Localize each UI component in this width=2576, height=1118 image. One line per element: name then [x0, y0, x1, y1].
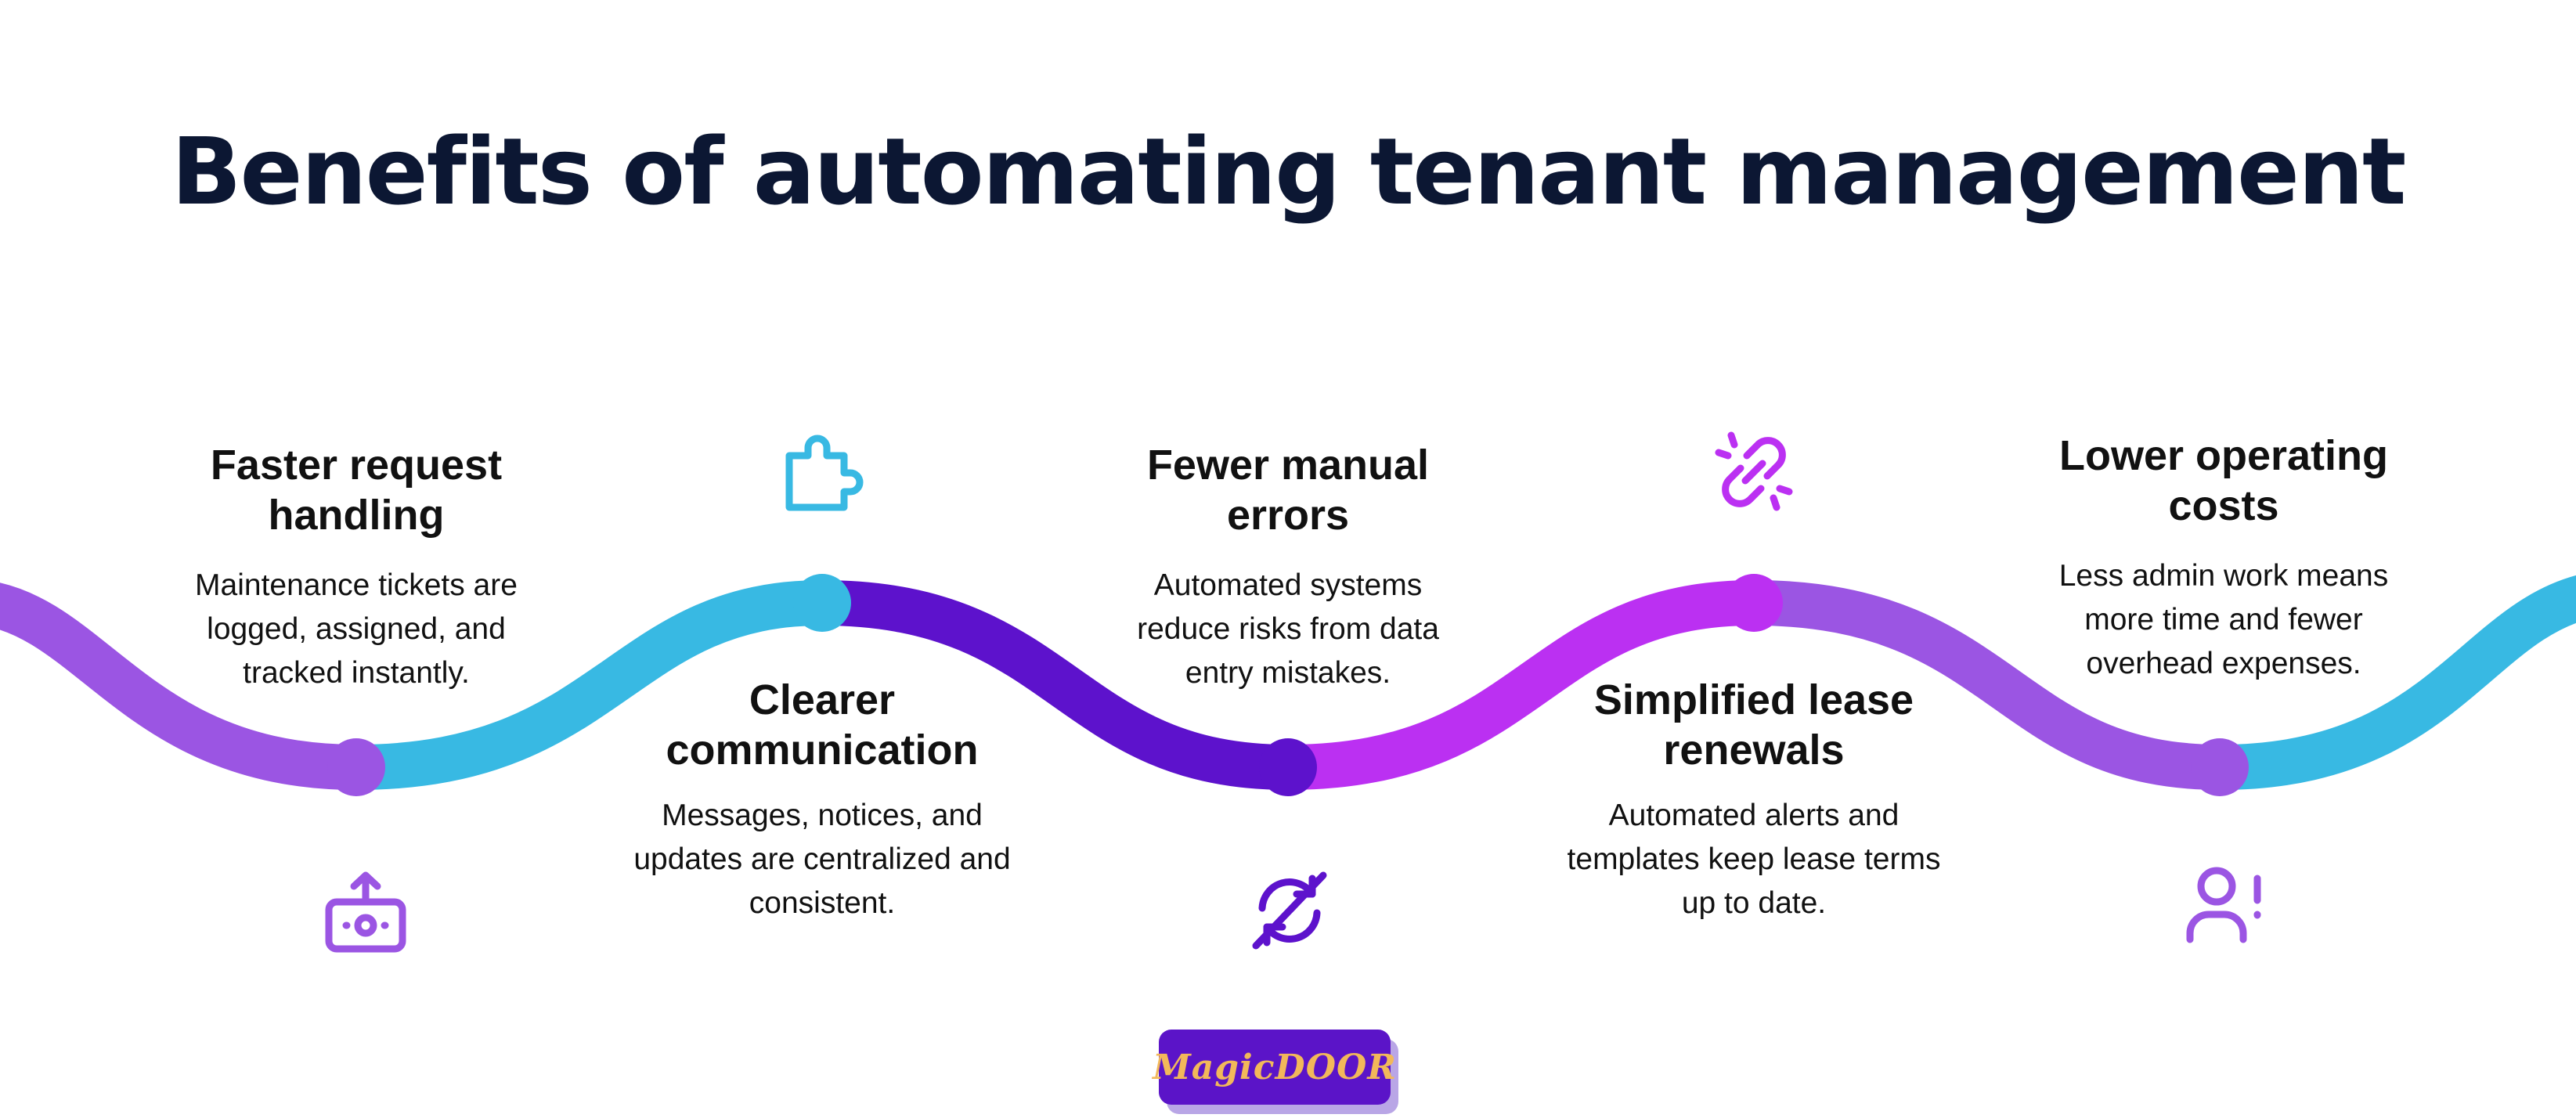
step-heading: Simplified lease renewals [1593, 676, 1914, 774]
wave-segment-3 [821, 580, 1289, 790]
step-description: Messages, notices, and updates are centr… [633, 799, 1011, 920]
money-upload-icon [325, 871, 406, 953]
step-card-simplified-lease-renewals: Simplified lease renewals Automated aler… [1535, 675, 1973, 925]
step-card-faster-request-handling: Faster request handling Maintenance tick… [137, 440, 575, 695]
wave-nodes [327, 574, 2249, 796]
broken-link-icon [1715, 431, 1793, 511]
wave-node-3 [1259, 738, 1317, 796]
step-description: Maintenance tickets are logged, assigned… [195, 568, 518, 690]
magicdoor-logo: MagicDOOR [1153, 1030, 1396, 1105]
wave-node-1 [327, 738, 385, 796]
wave-segment-2 [355, 580, 823, 790]
logo-text: MagicDOOR [1153, 1047, 1397, 1087]
sync-off-icon [1252, 871, 1327, 950]
wave-node-2 [793, 574, 851, 632]
wave-track [0, 575, 2576, 790]
step-description: Automated alerts and templates keep leas… [1567, 799, 1941, 920]
wave-segment-4 [1287, 580, 1755, 790]
step-heading: Faster request handling [210, 442, 503, 539]
step-description: Automated systems reduce risks from data… [1137, 568, 1439, 690]
wave-segment-5 [1753, 580, 2221, 790]
user-alert-icon [2186, 867, 2261, 943]
puzzle-piece-icon [785, 435, 864, 511]
step-heading: Fewer manual errors [1146, 442, 1430, 539]
wave-segment-6 [2219, 575, 2576, 790]
step-card-fewer-manual-errors: Fewer manual errors Automated systems re… [1069, 440, 1507, 695]
wave-segment-1 [0, 582, 357, 790]
wave-node-4 [1725, 574, 1783, 632]
page-title: Benefits of automating tenant management [171, 117, 2407, 225]
step-heading: Clearer communication [666, 676, 979, 774]
wave-node-5 [2191, 738, 2249, 796]
step-card-clearer-communication: Clearer communication Messages, notices,… [603, 675, 1041, 925]
step-heading: Lower operating costs [2058, 432, 2389, 529]
step-description: Less admin work means more time and fewe… [2058, 559, 2389, 680]
step-card-lower-operating-costs: Lower operating costs Less admin work me… [2004, 431, 2443, 686]
